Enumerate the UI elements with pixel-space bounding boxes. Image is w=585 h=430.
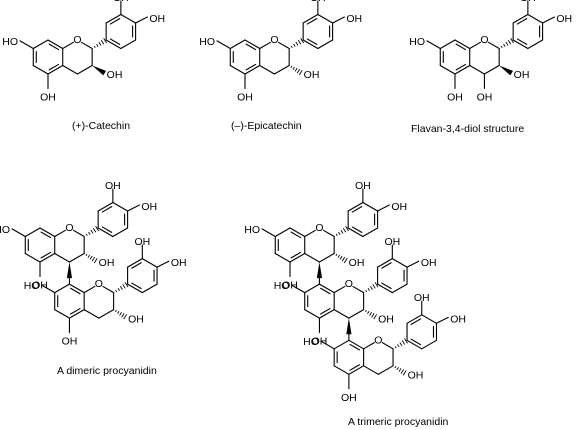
atom-label: O <box>480 34 488 46</box>
atom-label: O <box>374 334 382 346</box>
catechin-structure: O HO OH OH OH OH <box>2 0 165 103</box>
atom-label: OH <box>447 91 463 103</box>
atom-label: OH <box>171 257 187 269</box>
atom-label: OH <box>134 236 150 248</box>
atom-label: O <box>345 278 353 290</box>
atom-label: OH <box>421 257 437 269</box>
atom-label: OH <box>514 69 530 81</box>
atom-label: OH <box>149 13 165 25</box>
trimeric-procyanidin-caption: A trimeric procyanidin <box>348 416 449 428</box>
atom-label: OH <box>141 201 157 213</box>
atom-label: HO <box>199 36 215 48</box>
atom-label: HO <box>409 36 425 48</box>
atom-label: HO <box>0 224 10 236</box>
atom-label: OH <box>62 336 78 348</box>
atom-label: OH <box>40 91 56 103</box>
atom-label: OH <box>105 180 121 192</box>
atom-label: OH <box>355 180 371 192</box>
flavan-3-4-diol-structure: O HO OH OH OH OH OH <box>409 0 572 103</box>
atom-label: O <box>65 222 73 234</box>
atom-label: HO <box>274 280 290 292</box>
atom-label: OH <box>282 279 298 291</box>
atom-label: OH <box>520 0 536 4</box>
atom-label: OH <box>477 91 493 103</box>
atom-label: HO <box>2 36 18 48</box>
atom-label: OH <box>391 201 407 213</box>
atom-label: OH <box>99 257 115 269</box>
atom-label: OH <box>310 0 326 4</box>
atom-label: OH <box>32 279 48 291</box>
atom-label: O <box>95 278 103 290</box>
atom-label: OH <box>341 392 357 404</box>
atom-label: O <box>315 222 323 234</box>
atom-label: O <box>270 34 278 46</box>
atom-label: OH <box>312 336 328 348</box>
atom-label: OH <box>349 257 365 269</box>
epicatechin-structure: O HO OH OH OH OH <box>199 0 362 103</box>
atom-label: OH <box>128 313 144 325</box>
atom-label: HO <box>303 336 319 348</box>
atom-label: OH <box>346 13 362 25</box>
atom-label: OH <box>408 369 424 381</box>
atom-label: OH <box>304 69 320 81</box>
atom-label: OH <box>113 0 129 4</box>
flavan-3-4-diol-caption: Flavan-3,4-diol structure <box>411 123 524 135</box>
atom-label: OH <box>450 313 466 325</box>
atom-label: OH <box>107 69 123 81</box>
atom-label: OH <box>237 91 253 103</box>
atom-label: OH <box>414 292 430 304</box>
atom-label: O <box>73 34 81 46</box>
epicatechin-caption: (–)-Epicatechin <box>231 120 302 132</box>
atom-label: OH <box>384 236 400 248</box>
atom-label: HO <box>24 280 40 292</box>
atom-label: OH <box>378 313 394 325</box>
atom-label: HO <box>244 224 260 236</box>
catechin-caption: (+)-Catechin <box>72 120 130 132</box>
atom-label: OH <box>556 13 572 25</box>
dimeric-procyanidin-caption: A dimeric procyanidin <box>57 365 157 377</box>
